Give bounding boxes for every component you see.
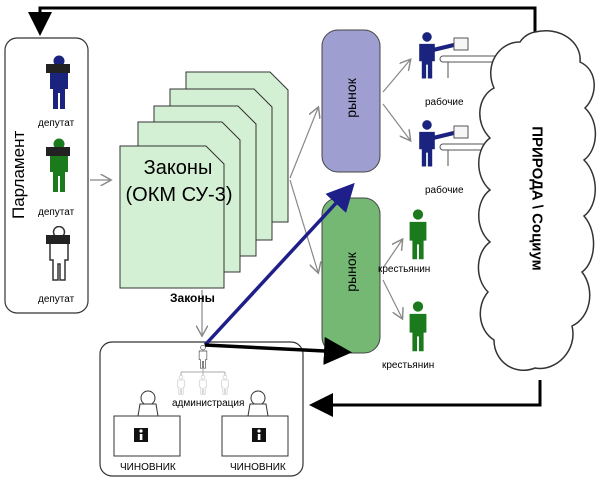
worker-label-1: рабочие [425,97,464,108]
blue-arrow-admin-to-market [203,182,355,347]
worker-figure-1 [419,32,503,79]
deputy-figure-2 [46,138,70,192]
peasant-label-2: крестьянин [382,360,435,371]
deputy-label-3: депутат [38,294,75,305]
nature-label: ПРИРОДА \ Социум [528,126,546,271]
worker-label-2: рабочие [425,185,464,196]
laws-title-line2: (ОКМ СУ-3) [125,184,233,206]
peasant-figure-1 [409,209,427,260]
arrow-market-to-worker-2 [382,103,410,140]
laws-caption: Законы [170,291,215,305]
official-desk-2 [221,390,289,457]
arrow-market-to-worker-1 [382,60,410,93]
arrow-market-to-peasant-1 [382,240,402,269]
peasant-label-1: крестьянин [378,264,431,275]
deputy-label-2: депутат [38,207,75,218]
deputy-figure-3 [46,226,70,281]
feedback-arrow-bottom [309,380,542,417]
nature-cloud [477,30,597,371]
arrow-laws-to-market-1 [289,108,318,179]
market-label-1: рынок [343,78,359,118]
deputy-figure-1 [46,55,70,109]
administration-label: администрация [172,398,245,409]
market-label-2: рынок [343,252,359,292]
official-label-2: ЧИНОВНИК [230,462,286,473]
arrow-laws-to-market-2 [289,179,318,272]
parliament-title: Парламент [9,130,28,219]
laws-page-stack [119,71,289,289]
official-desk-1 [113,390,181,457]
feedback-arrow-top [28,6,537,60]
arrow-market-to-peasant-2 [382,279,402,318]
laws-title-line1: Законы [143,157,213,179]
peasant-figure-2 [409,301,427,352]
market-blue-box [321,29,381,173]
black-arrow-admin-to-market [204,336,352,365]
deputy-label-1: депутат [38,118,75,129]
official-label-1: ЧИНОВНИК [120,462,176,473]
